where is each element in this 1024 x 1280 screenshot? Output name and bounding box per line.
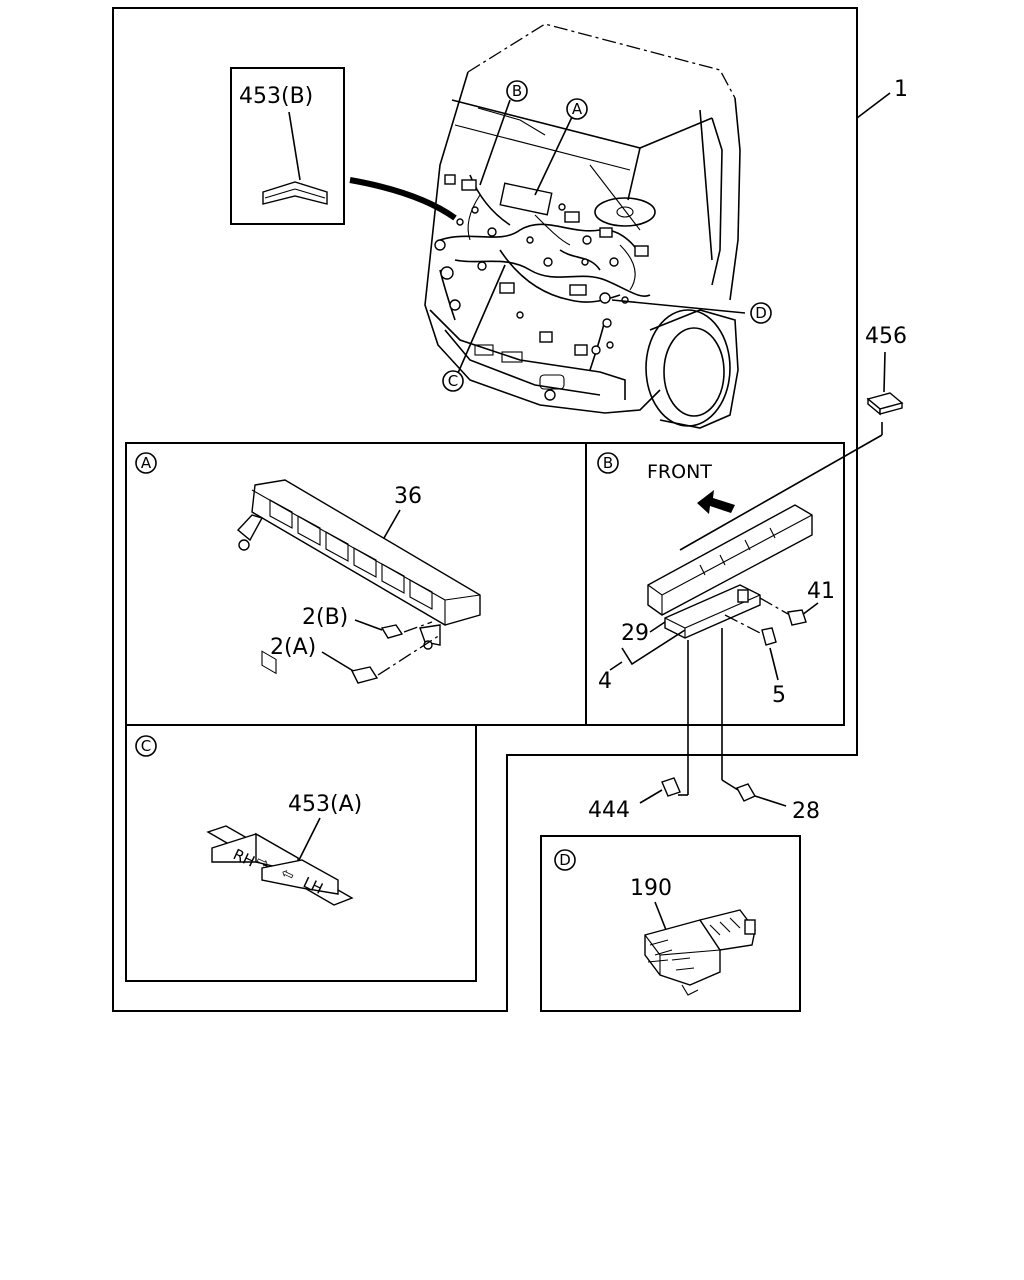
bracket-rail-part: [647, 504, 813, 616]
svg-text:D: D: [755, 304, 767, 322]
callout-pad-456: 456: [865, 324, 907, 349]
callout-assembly: 1: [894, 77, 908, 102]
panel-c-marker: C: [141, 737, 151, 755]
assembly-outline: [112, 7, 858, 1012]
detail-panel-b: B FRONT 41 29 4 5: [585, 442, 845, 795]
detail-panel-d: D 190: [540, 835, 801, 1012]
callout-relay-box-36: 36: [394, 484, 422, 509]
svg-text:B: B: [512, 82, 522, 100]
callout-bracket-29: 29: [621, 621, 649, 646]
panel-b-marker: B: [603, 454, 613, 472]
panel-a-marker: A: [141, 454, 152, 472]
front-arrow-icon: [697, 490, 735, 514]
callout-bolt-28: 28: [792, 799, 820, 824]
bolt-28-part: [735, 783, 756, 802]
callout-label-453a: 453(A): [288, 792, 362, 817]
clip-453b-part: [262, 181, 328, 205]
connector-2a-part: [350, 666, 379, 684]
connector-2b-part: [380, 624, 404, 639]
callout-connector-190: 190: [630, 876, 672, 901]
inset-arrow: [349, 177, 457, 221]
part-5: [761, 627, 777, 646]
panel-d-marker: D: [559, 851, 571, 869]
inset-453b: 453(B): [230, 67, 345, 225]
detail-panel-c: C 453(A) RH ⇨ ⇦ LH: [125, 724, 477, 982]
svg-text:C: C: [448, 372, 458, 390]
marker-a-cab: [566, 98, 588, 120]
marker-b-cab: [506, 80, 528, 102]
callout-connector-2a: 2(A): [270, 635, 316, 660]
clip-444-part: [661, 777, 681, 797]
marker-d-cab: [750, 302, 772, 324]
relay-box-36-part: [251, 479, 481, 626]
truck-cab-illustration: [424, 23, 741, 429]
callout-bracket-41: 41: [807, 579, 835, 604]
front-label: FRONT: [647, 461, 712, 483]
marker-c-cab: [442, 370, 464, 392]
part-41: [787, 609, 807, 626]
callout-clip-453b: 453(B): [239, 84, 313, 109]
svg-text:A: A: [572, 100, 583, 118]
callout-clip-444: 444: [588, 798, 630, 823]
callout-connector-2b: 2(B): [302, 605, 348, 630]
callout-bracket-5: 5: [772, 683, 786, 708]
callout-bracket-4: 4: [598, 669, 612, 694]
detail-panel-a: A 36 2(B) 2(A): [125, 442, 587, 726]
